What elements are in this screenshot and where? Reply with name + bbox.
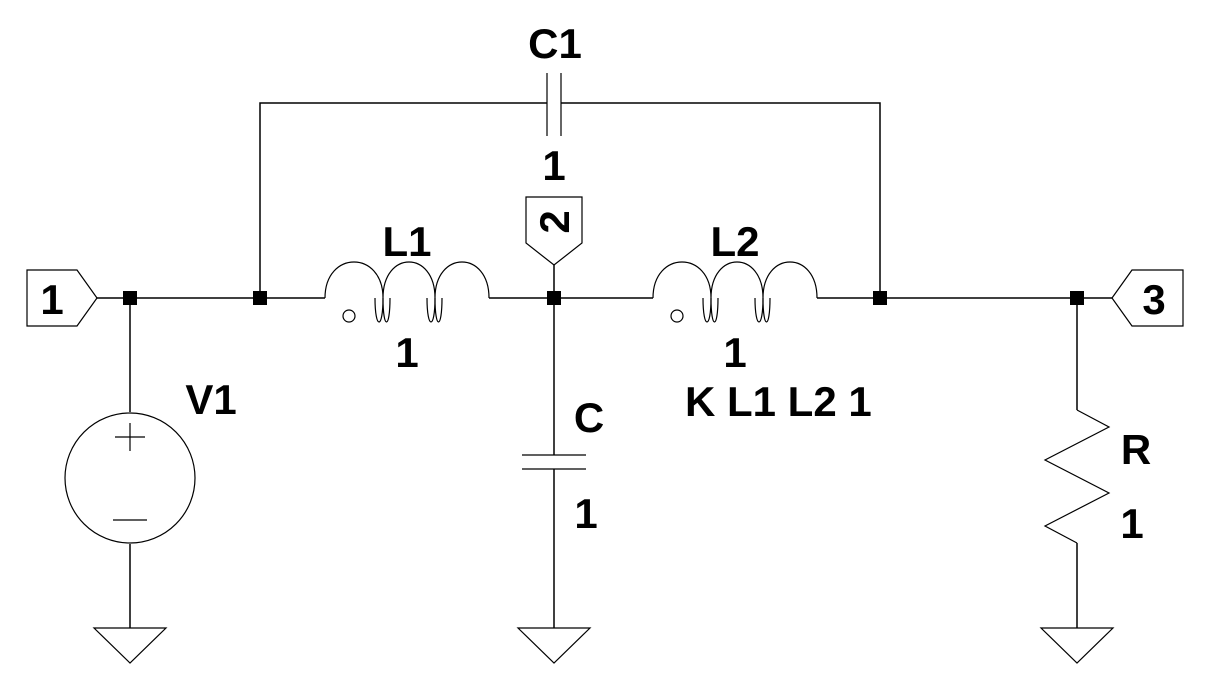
junction-dot: [873, 291, 887, 305]
c1-value: 1: [542, 142, 565, 189]
c-name: C: [574, 394, 604, 441]
ground-icon: [92, 627, 168, 664]
l1-name: L1: [382, 218, 431, 265]
port-3[interactable]: 3: [1111, 269, 1184, 327]
r-name: R: [1121, 426, 1151, 473]
ground-icon: [516, 627, 592, 664]
voltage-source-v1[interactable]: V1: [64, 376, 237, 544]
port-3-label: 3: [1142, 276, 1165, 323]
capacitor-c1[interactable]: C1 1: [528, 20, 582, 189]
coupling-directive[interactable]: K L1 L2 1: [685, 378, 872, 425]
wires: [97, 102, 1112, 628]
capacitor-c[interactable]: C 1: [522, 394, 604, 537]
l2-value: 1: [723, 329, 746, 376]
port-1-label: 1: [40, 276, 63, 323]
junction-dot: [1070, 291, 1084, 305]
junction-dot: [123, 291, 137, 305]
port-2-label: 2: [531, 210, 578, 233]
inductor-l1[interactable]: L1 1: [324, 218, 490, 376]
l2-name: L2: [710, 218, 759, 265]
v1-name: V1: [185, 376, 236, 423]
c-value: 1: [574, 490, 597, 537]
l1-polarity-dot: [342, 309, 356, 323]
inductor-l2[interactable]: L2 1: [652, 218, 818, 376]
junction-dot: [253, 291, 267, 305]
l1-value: 1: [395, 329, 418, 376]
ground-icon: [1039, 627, 1115, 664]
r-value: 1: [1120, 500, 1143, 547]
junction-dot: [547, 291, 561, 305]
l2-polarity-dot: [670, 309, 684, 323]
c1-name: C1: [528, 20, 582, 67]
resistor-r[interactable]: R 1: [1043, 409, 1151, 547]
port-1[interactable]: 1: [26, 269, 98, 327]
port-2[interactable]: 2: [525, 196, 583, 266]
